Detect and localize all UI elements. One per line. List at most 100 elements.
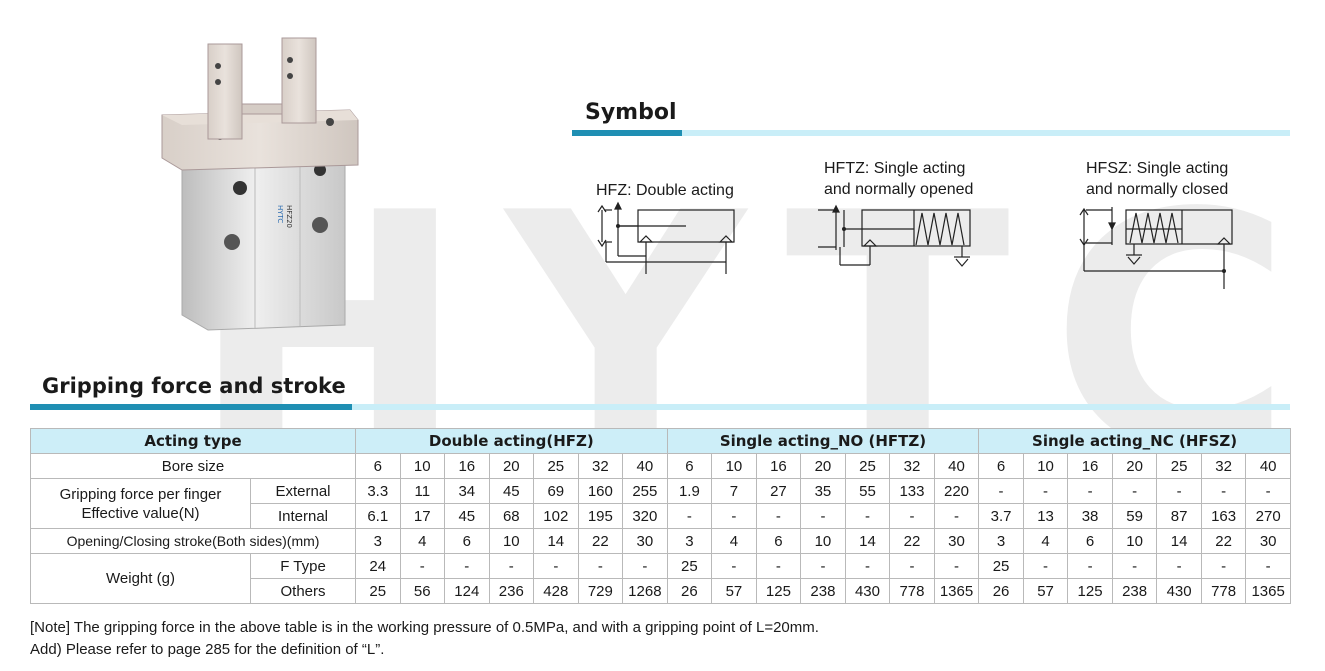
internal-label: Internal — [250, 503, 356, 529]
table-cell: 13 — [1022, 503, 1069, 529]
table-cell: 57 — [711, 578, 757, 604]
table-cell: 10 — [488, 528, 535, 554]
table-cell: 25 — [844, 453, 891, 479]
table-cell: - — [1200, 478, 1247, 504]
table-cell: 729 — [577, 578, 624, 604]
table-cell: 238 — [800, 578, 846, 604]
force-label: Gripping force per finger Effective valu… — [30, 478, 251, 529]
table-cell: 778 — [889, 578, 935, 604]
table-cell: 45 — [444, 503, 490, 529]
table-cell: 22 — [889, 528, 935, 554]
table-cell: 30 — [622, 528, 668, 554]
table-cell: 220 — [933, 478, 980, 504]
table-cell: 25 — [978, 553, 1024, 579]
acting-type-header: Acting type — [30, 428, 356, 454]
table-cell: 40 — [933, 453, 980, 479]
table-cell: 1365 — [933, 578, 980, 604]
table-cell: 1268 — [622, 578, 668, 604]
table-cell: 20 — [1111, 453, 1158, 479]
double-acting-symbol — [597, 201, 735, 274]
table-cell: 87 — [1156, 503, 1202, 529]
table-cell: 160 — [577, 478, 624, 504]
table-cell: 270 — [1245, 503, 1291, 529]
note-pressure: [Note] The gripping force in the above t… — [30, 619, 819, 636]
table-cell: 14 — [1156, 528, 1202, 554]
table-cell: - — [577, 553, 624, 579]
grip-heading: Gripping force and stroke — [42, 374, 346, 398]
table-cell: 10 — [800, 528, 846, 554]
group-header-hftz: Single acting_NO (HFTZ) — [666, 428, 980, 454]
table-cell: 163 — [1200, 503, 1247, 529]
table-cell: 102 — [533, 503, 579, 529]
table-cell: 56 — [399, 578, 446, 604]
symbol-heading: Symbol — [585, 100, 677, 125]
table-cell: 125 — [755, 578, 802, 604]
table-cell: - — [1245, 553, 1291, 579]
table-cell: 3 — [355, 528, 401, 554]
table-cell: 32 — [1200, 453, 1247, 479]
table-cell: 778 — [1200, 578, 1247, 604]
table-cell: 16 — [1067, 453, 1113, 479]
table-row-bore: Bore size 6 10 16 20 25 32 40 6 10 16 20… — [30, 453, 1291, 479]
brand-mark: HYTC — [276, 205, 284, 223]
table-cell: - — [755, 503, 802, 529]
table-cell: - — [488, 553, 535, 579]
table-cell: 57 — [1022, 578, 1069, 604]
table-cell: 30 — [933, 528, 980, 554]
table-cell: - — [622, 553, 668, 579]
table-cell: - — [933, 553, 980, 579]
table-cell: 25 — [355, 578, 401, 604]
table-cell: 32 — [577, 453, 624, 479]
symbol-label-hfsz: HFSZ: Single acting and normally closed — [1086, 160, 1229, 198]
table-cell: - — [666, 503, 713, 529]
group-header-hfsz: Single acting_NC (HFSZ) — [978, 428, 1291, 454]
gripping-force-table: Acting type Double acting(HFZ) Single ac… — [30, 428, 1291, 604]
table-cell: - — [711, 503, 757, 529]
table-cell: 11 — [399, 478, 446, 504]
table-cell: 125 — [1067, 578, 1113, 604]
symbol-label-hfz: HFZ: Double acting — [596, 182, 734, 199]
table-cell: 59 — [1111, 503, 1158, 529]
table-cell: 6 — [444, 528, 490, 554]
note-page-ref: Add) Please refer to page 285 for the de… — [30, 641, 385, 658]
table-cell: 24 — [355, 553, 401, 579]
parallel-gripper-image: HYTC HFZ20 — [161, 37, 359, 331]
table-row-external: Gripping force per finger Effective valu… — [30, 478, 1291, 529]
table-cell: 14 — [533, 528, 579, 554]
table-cell: 10 — [399, 453, 446, 479]
table-cell: - — [1067, 553, 1113, 579]
table-cell: 3.3 — [355, 478, 401, 504]
table-cell: 7 — [711, 478, 757, 504]
table-cell: 26 — [666, 578, 713, 604]
table-cell: 68 — [488, 503, 535, 529]
table-cell: 1365 — [1245, 578, 1291, 604]
table-cell: 236 — [488, 578, 535, 604]
table-cell: - — [711, 553, 757, 579]
table-cell: - — [1111, 478, 1158, 504]
table-cell: 22 — [577, 528, 624, 554]
table-cell: 55 — [844, 478, 891, 504]
symbol-label-hftz: HFTZ: Single acting and normally opened — [824, 160, 974, 198]
table-cell: 4 — [711, 528, 757, 554]
table-cell: 22 — [1200, 528, 1247, 554]
table-cell: - — [444, 553, 490, 579]
table-cell: 238 — [1111, 578, 1158, 604]
table-cell: 6 — [755, 528, 802, 554]
table-cell: 4 — [399, 528, 446, 554]
table-cell: 10 — [1022, 453, 1069, 479]
table-cell: - — [800, 553, 846, 579]
others-label: Others — [250, 578, 356, 604]
table-cell: 35 — [800, 478, 846, 504]
table-cell: 430 — [844, 578, 891, 604]
table-cell: 10 — [1111, 528, 1158, 554]
table-cell: - — [1067, 478, 1113, 504]
table-cell: 20 — [488, 453, 535, 479]
table-cell: 428 — [533, 578, 579, 604]
table-cell: - — [844, 503, 891, 529]
table-cell: - — [1022, 553, 1069, 579]
table-cell: 320 — [622, 503, 668, 529]
table-cell: 6 — [1067, 528, 1113, 554]
table-cell: 4 — [1022, 528, 1069, 554]
table-cell: 69 — [533, 478, 579, 504]
grip-heading-rule — [30, 404, 1290, 410]
